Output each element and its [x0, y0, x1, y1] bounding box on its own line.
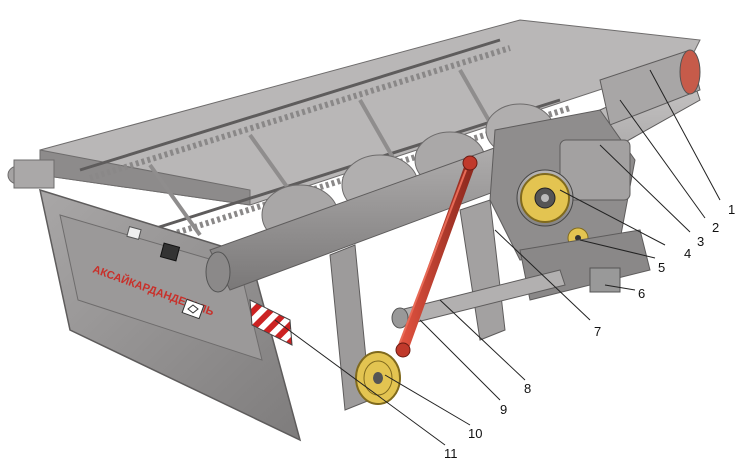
callout-7: 7 — [594, 324, 601, 339]
side-panel-left: АКСАЙКАРДАНДЕТАЛЬ — [38, 188, 302, 442]
callout-8: 8 — [524, 381, 531, 396]
callout-5: 5 — [658, 260, 665, 275]
gearbox-assembly — [489, 109, 651, 301]
top-frame — [7, 19, 701, 206]
callout-4: 4 — [684, 246, 691, 261]
callout-11: 11 — [444, 446, 458, 460]
lower-cross-shaft — [391, 269, 566, 329]
cardan-shaft — [395, 155, 478, 358]
callout-10: 10 — [468, 426, 482, 441]
callout-numbers: 1 2 3 4 5 6 7 8 9 10 11 — [444, 202, 735, 460]
callout-3: 3 — [697, 234, 704, 249]
callout-9: 9 — [500, 402, 507, 417]
callout-lines — [274, 69, 721, 446]
callout-6: 6 — [638, 286, 645, 301]
callout-2: 2 — [712, 220, 719, 235]
warning-stripes — [249, 299, 293, 346]
callout-1: 1 — [728, 202, 735, 217]
left-pulley — [355, 351, 401, 405]
